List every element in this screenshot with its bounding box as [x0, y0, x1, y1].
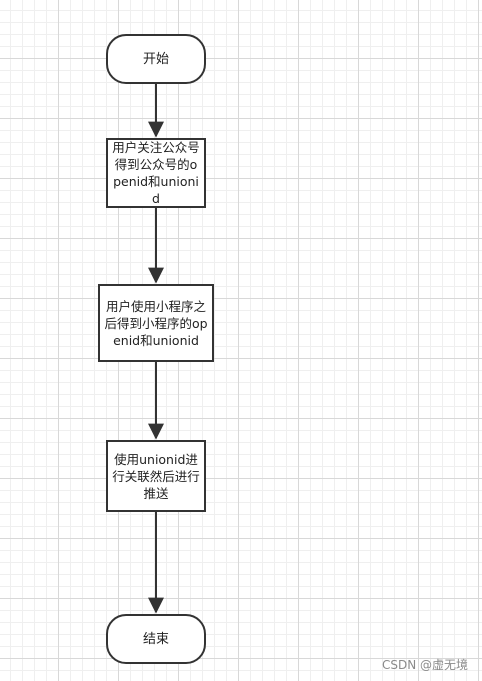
- step2-label: 用户使用小程序之后得到小程序的openid和unionid: [104, 298, 208, 348]
- step-use-mini-program: 用户使用小程序之后得到小程序的openid和unionid: [98, 284, 214, 362]
- start-node: 开始: [106, 34, 206, 84]
- step1-label: 用户关注公众号得到公众号的openid和unionid: [112, 140, 200, 206]
- end-node: 结束: [106, 614, 206, 664]
- step-link-and-push: 使用unionid进行关联然后进行推送: [106, 440, 206, 512]
- watermark-text: CSDN @虚无境: [381, 658, 468, 672]
- end-label: 结束: [142, 631, 169, 647]
- step-follow-official-account: 用户关注公众号得到公众号的openid和unionid: [106, 138, 206, 208]
- step3-label: 使用unionid进行关联然后进行推送: [112, 451, 200, 501]
- start-label: 开始: [142, 51, 169, 67]
